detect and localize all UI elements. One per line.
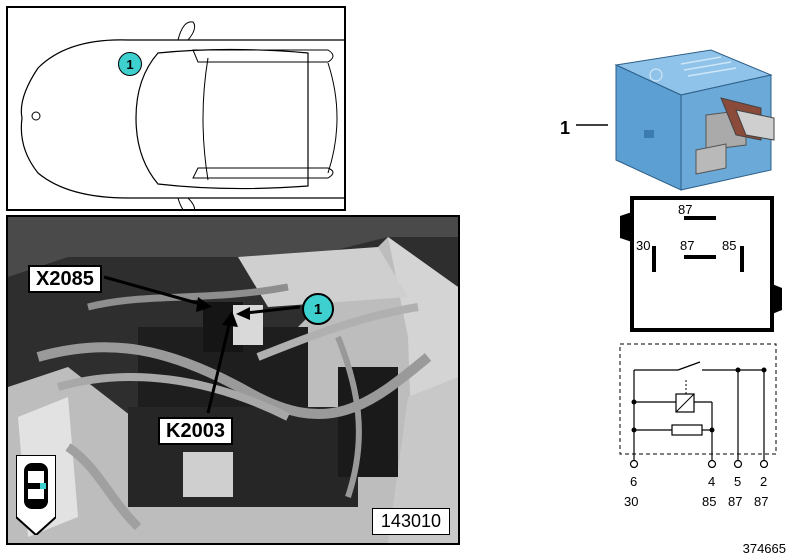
location-marker: 1: [118, 52, 142, 76]
relay-schematic: [619, 343, 777, 468]
schematic-pin-number: 4: [708, 474, 716, 489]
schematic-terminal-label: 87: [754, 494, 769, 509]
schematic-pin-number: 6: [630, 474, 638, 489]
photo-image: [8, 217, 458, 543]
diagram-id: 374665: [742, 541, 786, 556]
connector-label: X2085: [28, 265, 102, 293]
schematic-pin-number: 2: [760, 474, 768, 489]
relay-pin-layout: [620, 196, 782, 332]
part-callout-number: 1: [560, 118, 571, 138]
pin-label-left: 30: [636, 238, 651, 253]
pin-label-right: 85: [722, 238, 737, 253]
car-location-panel: 1: [6, 6, 348, 215]
location-marker-label: 1: [126, 56, 134, 72]
car-view-icon: [15, 454, 57, 537]
installation-photo: X2085 K2003 1 143010: [6, 215, 460, 545]
part-leader-line: [576, 124, 608, 126]
photo-marker-label: 1: [313, 300, 323, 318]
pin-label-center: 87: [680, 238, 695, 253]
photo-marker: 1: [302, 293, 334, 325]
car-outline: [20, 21, 348, 215]
photo-number: 143010: [371, 508, 450, 535]
relay-part-image: [614, 49, 775, 191]
pin-label-top: 87: [678, 202, 693, 217]
schematic-terminal-label: 85: [702, 494, 717, 509]
schematic-terminal-label: 87: [728, 494, 743, 509]
relay-label: K2003: [158, 417, 233, 445]
schematic-pin-number: 5: [734, 474, 742, 489]
schematic-terminal-label: 30: [624, 494, 639, 509]
